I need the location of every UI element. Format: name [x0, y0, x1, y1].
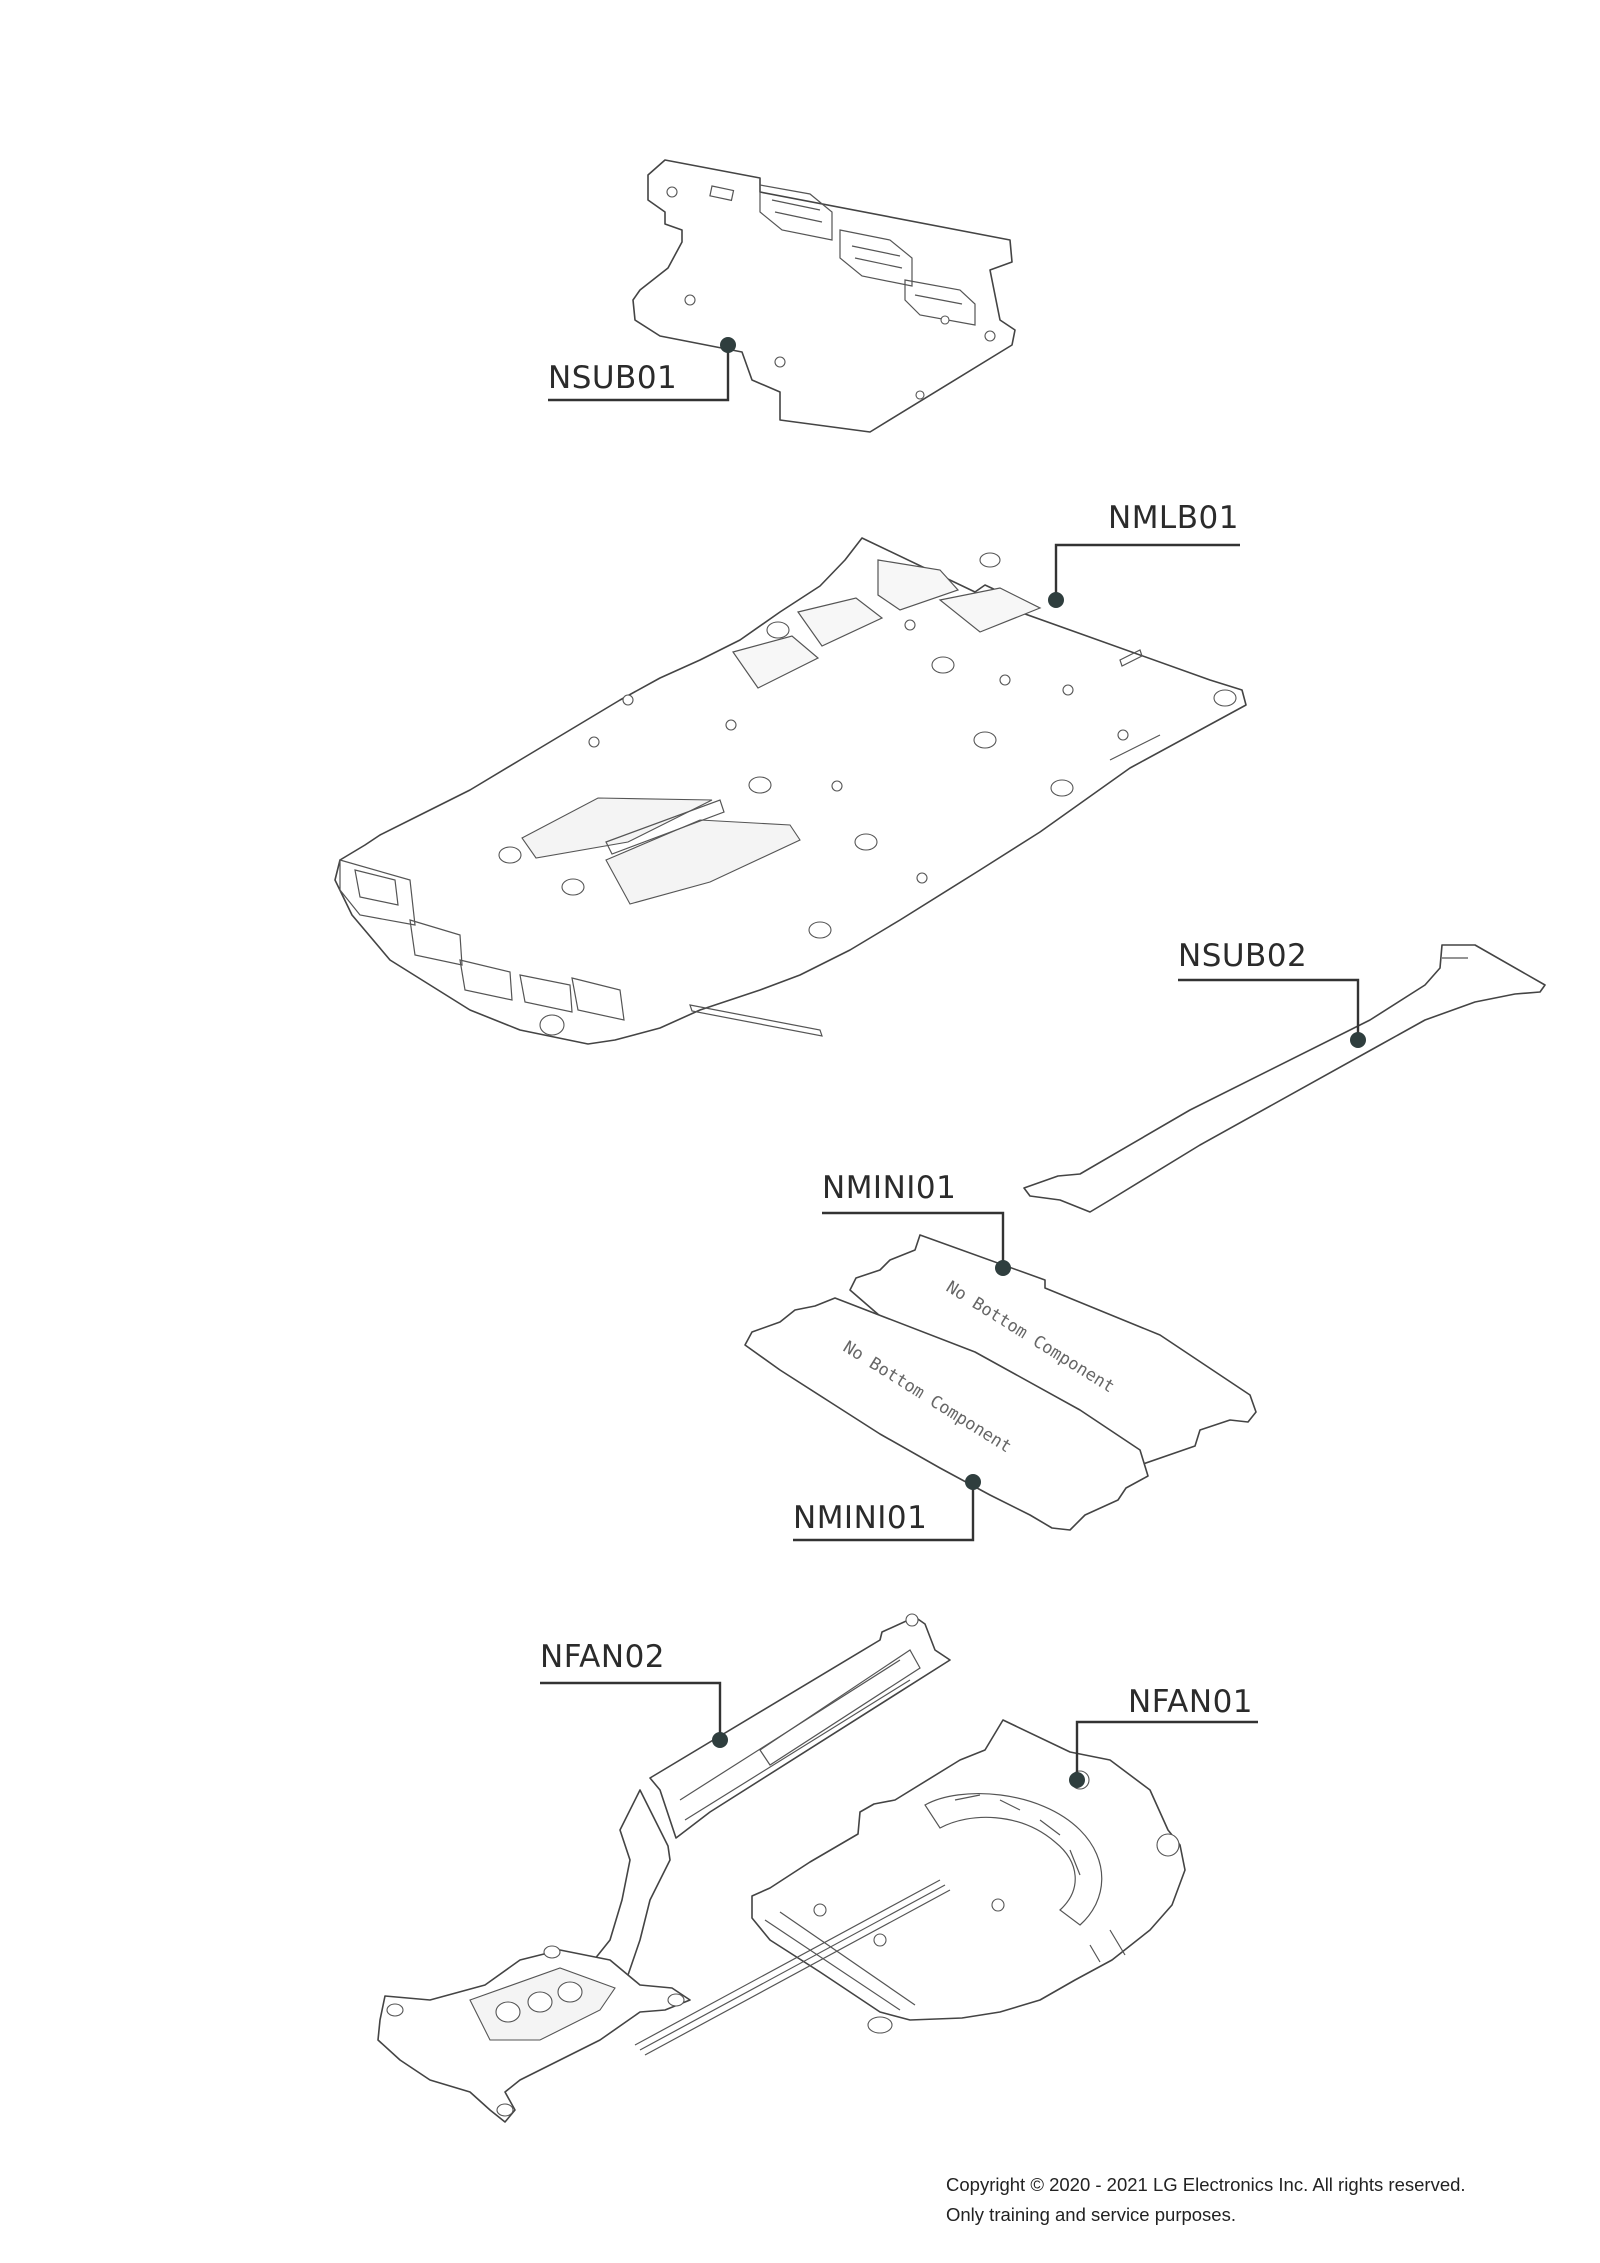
callout-label-nsub02: NSUB02 [1178, 938, 1307, 974]
heatsink-nfan02 [377, 1613, 951, 2123]
flex-cable-nsub02 [1023, 944, 1546, 1213]
sub-board-nsub01 [632, 159, 1016, 433]
callout-nmini01-top: NMINI01 [822, 1170, 1011, 1276]
callout-label-nfan02: NFAN02 [540, 1639, 665, 1675]
callout-nsub02: NSUB02 [1178, 938, 1366, 1048]
callout-label-nmlb01: NMLB01 [1108, 500, 1239, 536]
copyright-line-2: Only training and service purposes. [946, 2204, 1236, 2225]
callout-nmini01-bottom: NMINI01 [793, 1474, 981, 1542]
callout-label-nfan01: NFAN01 [1128, 1684, 1253, 1720]
callout-label-nsub01: NSUB01 [548, 360, 677, 396]
copyright-line-1: Copyright © 2020 - 2021 LG Electronics I… [946, 2174, 1466, 2195]
callout-nmlb01: NMLB01 [1048, 500, 1240, 608]
callout-nsub01: NSUB01 [548, 337, 736, 402]
callout-label-nmini01-bottom: NMINI01 [793, 1500, 927, 1536]
main-board-nmlb01 [334, 537, 1247, 1045]
callout-nfan01: NFAN01 [1069, 1684, 1258, 1788]
board-standoffs [498, 552, 1237, 939]
callout-nfan02: NFAN02 [540, 1639, 728, 1748]
callout-label-nmini01-top: NMINI01 [822, 1170, 956, 1206]
copyright-notice: Copyright © 2020 - 2021 LG Electronics I… [946, 2170, 1466, 2230]
